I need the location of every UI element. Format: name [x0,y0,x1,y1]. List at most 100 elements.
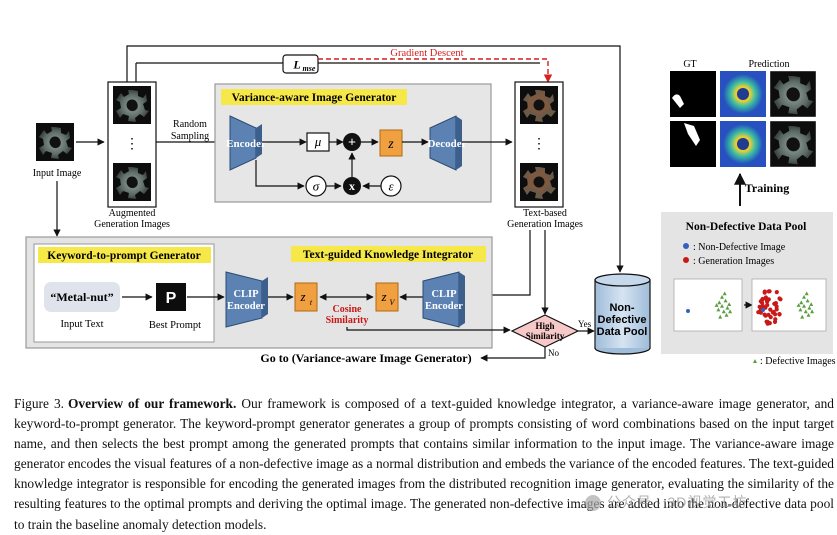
random-sampling-label-2: Sampling [171,131,209,142]
defective-point [721,309,726,314]
high-sim-label-1: High [535,321,554,331]
defective-point [724,313,729,317]
lmse-label: L [292,58,300,72]
generation-point [766,297,771,302]
times-label: x [349,179,355,193]
vaig-title: Variance-aware Image Generator [232,92,397,104]
generation-ellipsis: ⋮ [532,137,546,152]
defective-point [723,298,728,303]
caption-body: Our framework is composed of a text-guid… [14,396,835,532]
caption-title: Overview of our framework. [68,396,237,411]
generation-point [760,300,765,306]
defective-point [803,309,808,314]
generation-point [765,303,770,308]
generation-point [762,289,767,294]
gradient-descent-arrow: Gradient Descent [318,48,553,83]
legend-def-label: : Defective Images [760,356,836,367]
generation-point [765,321,770,326]
decoder-label: Decoder [427,138,466,150]
generation-point [768,315,773,320]
defective-point [717,300,722,305]
k2p-title-bg [38,247,211,263]
pool-label-2: Defective [598,314,647,326]
random-sampling-label-1: Random [173,119,207,130]
legend-def-marker [753,359,757,363]
defective-point [718,314,723,319]
goto-label: Go to (Variance-aware Image Generator) [260,351,471,365]
defective-point [722,291,727,296]
non-defective-data-pool: Non- Defective Data Pool [594,273,651,355]
caption-label: Figure 3. [14,396,65,411]
generation-point [774,290,779,295]
times-node [343,177,361,195]
zt-box [294,282,318,312]
defective-point [810,309,815,314]
prediction-image-1 [770,71,816,117]
framework-figure: L mse Gradient Descent Input Image ⋮ Aug… [25,45,836,367]
pool-label-3: Data Pool [597,326,648,338]
augmented-ellipsis: ⋮ [125,137,139,152]
wechat-logo-icon [585,495,601,512]
gradient-descent-label: Gradient Descent [390,48,463,59]
zv-label: z [380,289,386,304]
legend-gen-label: : Generation Images [693,256,774,267]
zv-box [375,282,399,312]
augmented-label-1: Augmented [109,208,156,219]
encoder-label: Encoder [226,138,266,150]
defective-point [800,314,805,319]
watermark: 公众号 · 3D视觉工坊 [585,492,747,512]
defective-point [802,295,806,299]
augmented-image-bottom [113,163,151,201]
generation-point [777,312,782,317]
scatter-before-defective-points [714,291,733,319]
defective-point [714,303,719,307]
epsilon-label: ε [388,179,394,194]
clip-left-label-2: Encoder [227,301,265,312]
scatter-after-generation-points [756,289,783,326]
input-image-label: Input Image [33,168,82,179]
best-prompt-label: Best Prompt [149,320,201,331]
metal-nut-input [44,282,120,312]
scatter-before [673,278,743,332]
text-based-label-1: Text-based [523,208,567,219]
scatter-after-defective-points [796,291,815,319]
tgki-title: Text-guided Knowledge Integrator [303,249,473,261]
k2p-title: Keyword-to-prompt Generator [47,250,200,262]
defective-point [799,300,804,305]
sigma-label: σ [313,179,320,194]
prediction-image-2 [770,121,816,167]
defective-point [796,303,801,307]
lmse-subscript: mse [303,64,316,73]
figure-caption: Figure 3.Overview of our framework. Our … [14,394,834,535]
generation-point [756,310,761,315]
training-label: Training [745,181,789,195]
zt-subscript: t [310,298,313,307]
augmented-label-2: Generation Images [94,219,170,230]
clip-text-encoder: CLIP Encoder [225,271,268,328]
defective-point [798,307,803,312]
gt-mask-1 [670,71,716,117]
clip-image-encoder: CLIP Encoder [422,271,465,328]
plus-label: + [348,136,356,151]
generation-point [773,317,778,322]
input-image [36,123,74,161]
defective-point [809,302,814,306]
cosine-label-1: Cosine [333,304,362,315]
yes-label: Yes [578,319,592,329]
mu-label: μ [314,134,322,149]
legend-nd-dot [683,243,689,249]
generation-point [768,307,773,312]
defective-point [716,307,721,312]
defective-point [804,291,809,296]
pool-label-1: Non- [609,302,634,314]
tgki-title-bg [291,246,486,262]
high-sim-label-2: Similarity [526,331,565,341]
legend-nd-label: : Non-Defective Image [693,242,786,253]
defective-point [720,304,724,308]
generation-image-bottom [520,163,558,201]
prediction-heatmap-1 [720,71,766,117]
zt-label: z [299,289,305,304]
defective-point [728,309,733,314]
best-prompt-letter: P [166,290,177,307]
legend-gen-dot [683,257,689,263]
